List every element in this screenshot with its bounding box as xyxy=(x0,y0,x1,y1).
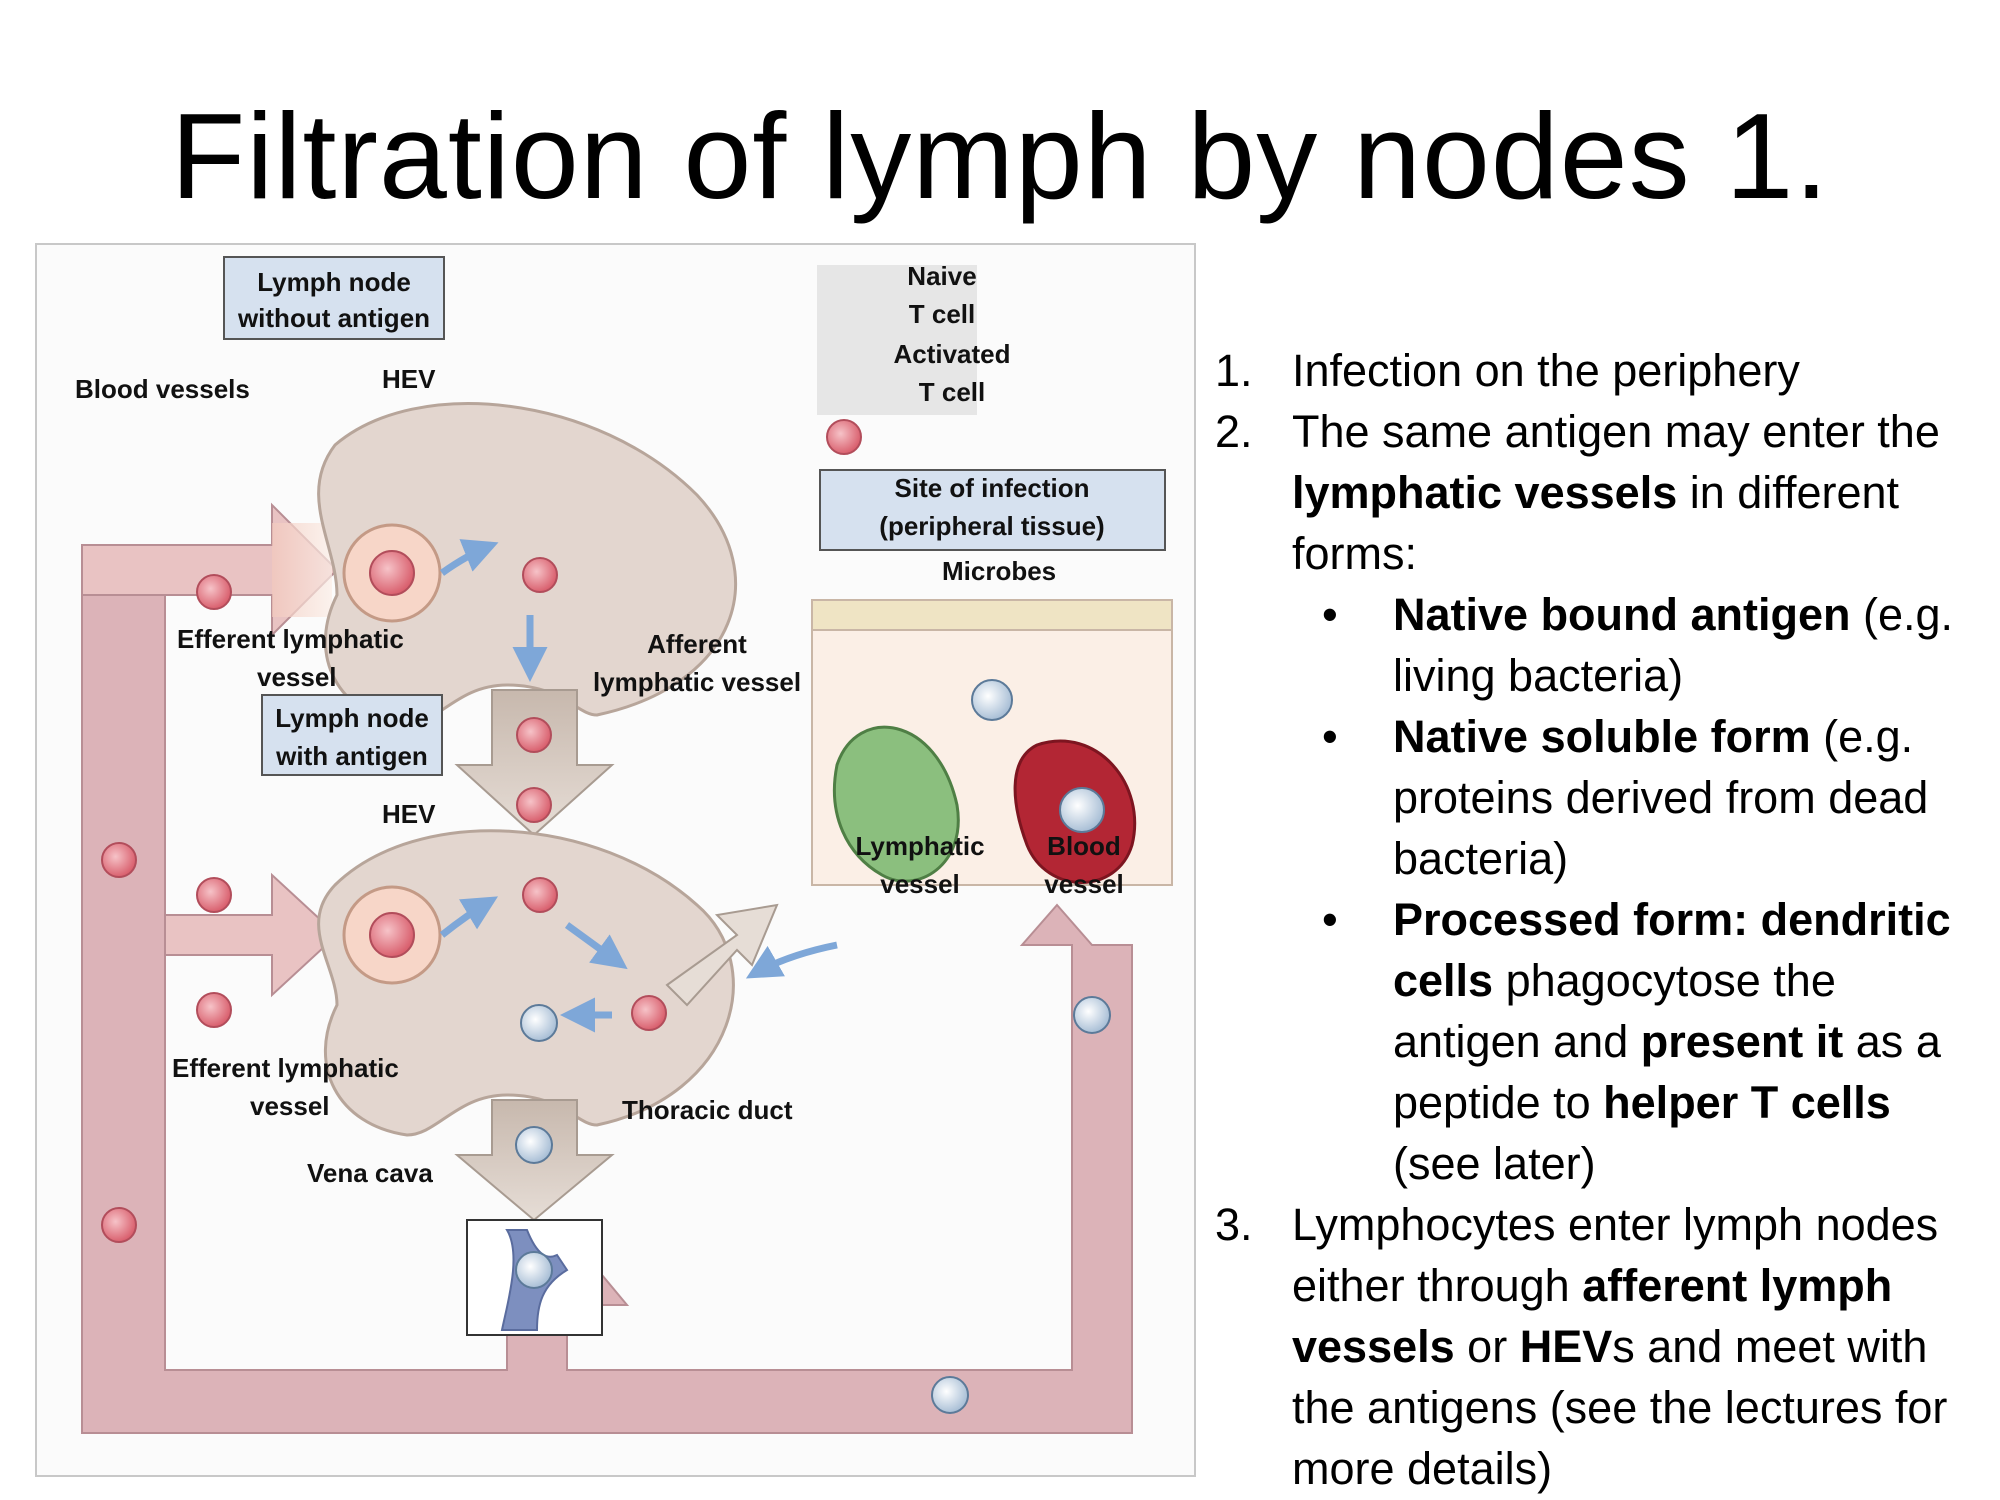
label-node-with-antigen-1: Lymph node xyxy=(275,703,429,733)
list-item-text: Infection on the periphery xyxy=(1292,345,1800,396)
label-hev-bottom: HEV xyxy=(382,799,436,829)
label-box-node-with-antigen xyxy=(261,694,443,776)
label-site-of-infection-2: (peripheral tissue) xyxy=(879,511,1104,541)
label-efferent-top-2: vessel xyxy=(257,662,337,692)
legend-activated-1: Activated xyxy=(893,339,1010,369)
label-efferent-bottom-2: vessel xyxy=(250,1091,330,1121)
hev-inflow-bottom xyxy=(164,872,339,998)
label-node-without-antigen-2: without antigen xyxy=(237,303,430,333)
label-efferent-top-1: Efferent lymphatic xyxy=(177,624,404,654)
bullet-item: • Processed form: dendritic cells phagoc… xyxy=(1322,894,1951,1189)
label-afferent-2: lymphatic vessel xyxy=(593,667,801,697)
label-hev-top: HEV xyxy=(382,364,436,394)
bullet-item: • Native soluble form (e.g. proteins der… xyxy=(1322,711,1929,884)
label-microbes: Microbes xyxy=(942,556,1056,586)
label-site-of-infection-1: Site of infection xyxy=(895,473,1090,503)
legend-box xyxy=(817,265,977,415)
naive-t-cells xyxy=(101,419,862,1243)
list-number: 1. xyxy=(1215,345,1253,396)
label-afferent-1: Afferent xyxy=(647,629,747,659)
legend-naive-1: Naive xyxy=(907,261,976,291)
lymph-circulation-diagram: Lymph node without antigen Naive T cell … xyxy=(35,243,1196,1477)
label-node-without-antigen-1: Lymph node xyxy=(257,267,411,297)
label-lymphatic-vessel-1: Lymphatic xyxy=(855,831,984,861)
bullet-item: • Native bound antigen (e.g. living bact… xyxy=(1322,589,1954,701)
list-item-1: 1. Infection on the periphery xyxy=(1215,340,1985,401)
page-title: Filtration of lymph by nodes 1. xyxy=(170,88,1830,224)
label-lymphatic-vessel-2: vessel xyxy=(880,869,960,899)
legend-naive-2: T cell xyxy=(909,299,975,329)
label-blood-vessel-1: Blood xyxy=(1047,831,1121,861)
label-blood-vessel-2: vessel xyxy=(1044,869,1124,899)
label-blood-vessels: Blood vessels xyxy=(75,374,250,404)
label-box-site-of-infection xyxy=(819,469,1166,551)
label-box-node-without-antigen xyxy=(223,256,445,340)
efferent-arrow-top xyxy=(454,689,615,837)
diagram-canvas: Lymph node without antigen Naive T cell … xyxy=(75,256,1173,1434)
list-number: 2. xyxy=(1215,406,1253,457)
afferent-arrow xyxy=(665,903,779,1007)
antigen-forms-list: • Native bound antigen (e.g. living bact… xyxy=(1292,584,1985,1194)
peripheral-tissue xyxy=(811,599,1173,886)
legend-activated-2: T cell xyxy=(919,377,985,407)
label-thoracic-duct: Thoracic duct xyxy=(622,1095,793,1125)
list-number: 3. xyxy=(1215,1199,1253,1250)
explanation-text: 1. Infection on the periphery 2. The sam… xyxy=(1215,340,1985,1499)
label-node-with-antigen-2: with antigen xyxy=(275,741,428,771)
label-vena-cava: Vena cava xyxy=(307,1158,433,1188)
lymph-node-bottom xyxy=(317,829,735,1137)
label-efferent-bottom-1: Efferent lymphatic xyxy=(172,1053,399,1083)
hev-inflow-top xyxy=(81,502,339,638)
list-item-2: 2. The same antigen may enter the lympha… xyxy=(1215,401,1985,1194)
list-item-3: 3. Lymphocytes enter lymph nodes either … xyxy=(1215,1194,1985,1499)
antigen-flow-arrow xyxy=(745,941,838,979)
